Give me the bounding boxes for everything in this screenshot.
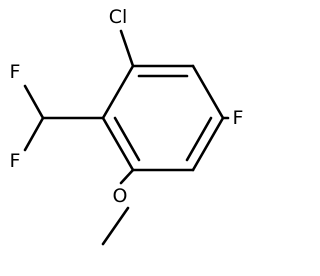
chlorine-label: Cl [109,6,128,28]
oxygen-label: O [113,185,128,207]
bond-o-methyl [101,206,130,246]
fluorine-label-top-left: F [10,61,21,83]
bond-c5-o [119,168,135,185]
bonds [23,29,230,246]
bond-chf2-f-bottom [23,116,45,152]
ring-bond-c3-c4 [191,116,225,172]
fluorine-label-bottom-left: F [10,150,21,172]
ring-bond-c2-c3 [191,64,225,120]
atom-labels: Cl F F F O [10,6,244,207]
bond-c1-cl [119,29,135,68]
ring-bond-c5-c6 [101,116,135,172]
ring-double-bond-c5-c6 [113,116,141,162]
bond-chf2-f-top [23,84,45,120]
ring-double-bond-c3-c4 [185,116,213,162]
fluorine-label-right: F [233,107,244,129]
ring-bond-c6-c1 [101,64,135,120]
molecule-structure: Cl F F F O [10,6,244,246]
